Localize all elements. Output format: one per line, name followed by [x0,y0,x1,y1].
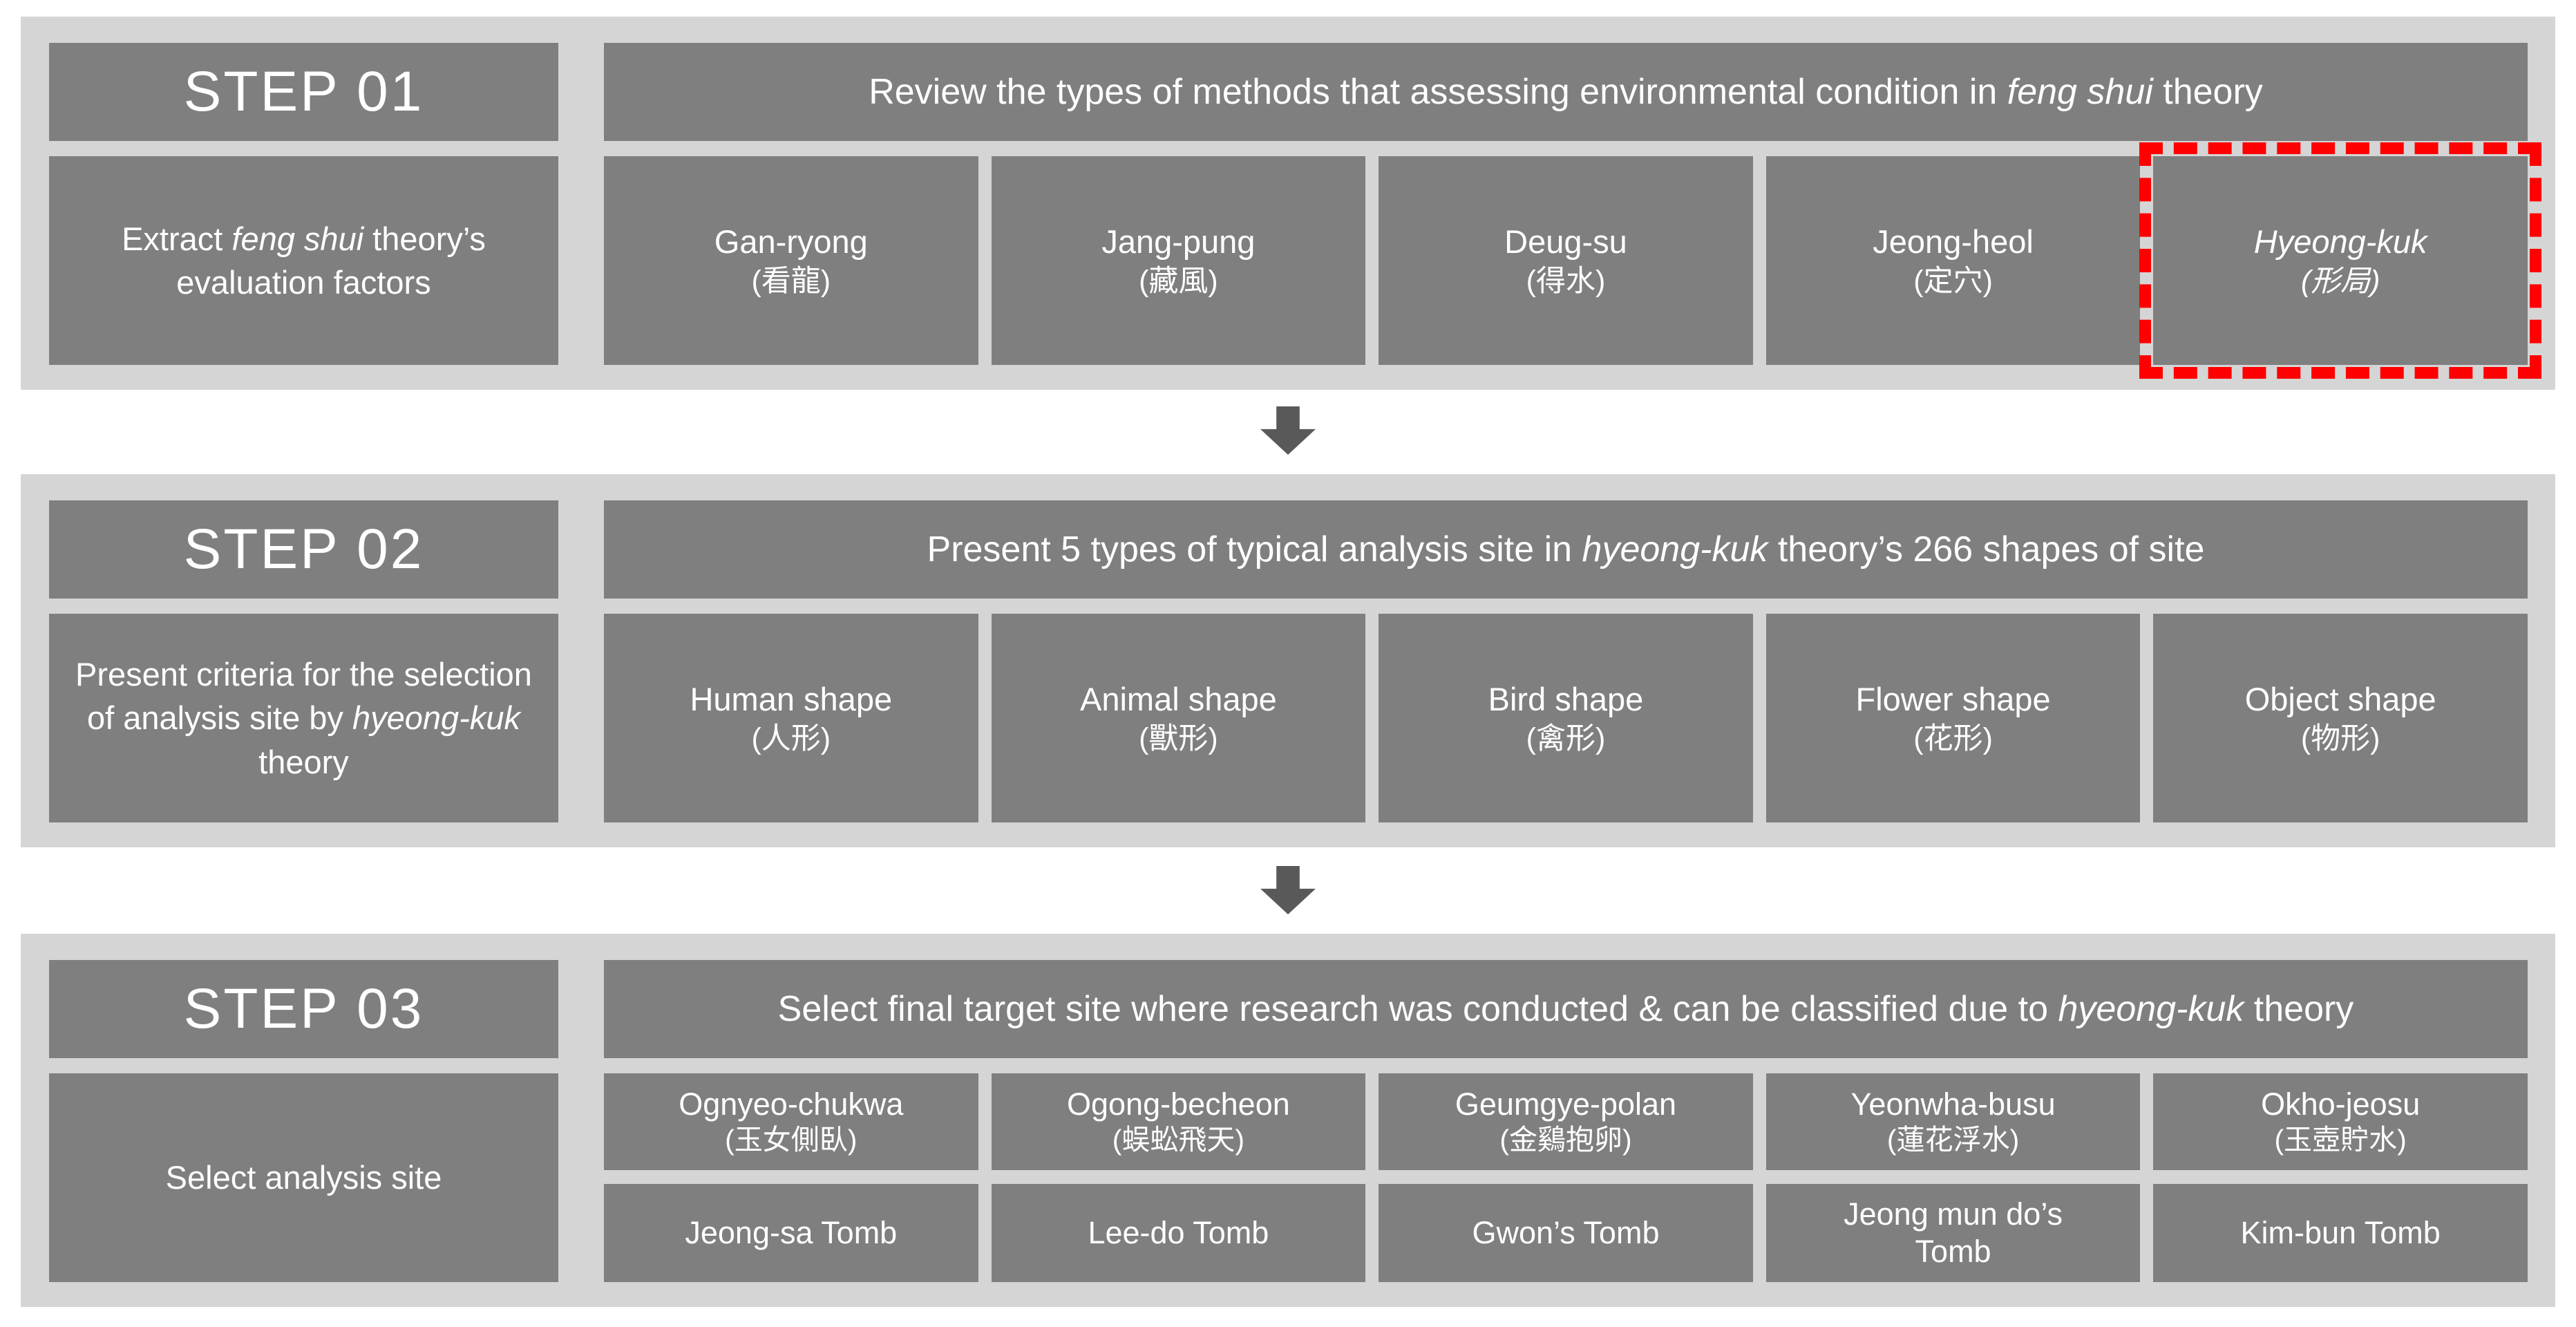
cell-name: Jeong-heol [1873,223,2034,260]
text-segment-italic: feng shui [231,220,364,257]
cell-name: Jeong mun do’s Tomb [1844,1196,2063,1269]
cell-cjk-name: (玉壺貯水) [2274,1124,2407,1156]
method-cell-hyeong-kuk-highlighted: Hyeong-kuk (形局) [2139,142,2541,379]
cell-cjk-name: (定穴) [1913,264,1993,298]
text-segment: theory [258,743,349,780]
step-01-band: STEP 01 Review the types of methods that… [21,17,2555,390]
shape-cell-human: Human shape (人形) [604,614,978,822]
cell-cjk-name: (人形) [751,722,831,755]
cell-cjk-name: (獸形) [1139,722,1218,755]
tomb-cell-kim-bun: Kim-bun Tomb [2153,1184,2528,1282]
down-arrow-step2-to-step3 [1260,866,1316,914]
step-01-label: STEP 01 [183,60,424,123]
cell-name: Deug-su [1504,223,1627,260]
step-03-task-box: Select analysis site [49,1073,558,1282]
text-segment: Present criteria for the selection of an… [75,655,532,737]
method-cell-jeong-heol: Jeong-heol (定穴) [1765,156,2141,365]
tomb-cell-jeong-sa: Jeong-sa Tomb [604,1184,978,1282]
cell-name: Ogong-becheon [1067,1086,1290,1122]
text-segment: Extract [122,220,232,257]
step-03-tomb-grid: Jeong-sa Tomb Lee-do Tomb Gwon’s Tomb Je… [604,1184,2528,1282]
cell-name: Gan-ryong [714,223,868,260]
step-03-task-text: Select analysis site [68,1156,539,1199]
cell-cjk-name: (花形) [1913,722,1993,755]
step-01-method-grid: Gan-ryong (看龍) Jang-pung (藏風) Deug-su (得… [604,142,2541,379]
shape-cell-flower: Flower shape (花形) [1765,614,2141,822]
cell-cjk-name: (蜈蚣飛天) [1112,1124,1245,1156]
cell-name: Human shape [690,680,893,717]
step-02-task-text: Present criteria for the selection of an… [68,652,539,784]
cell-cjk-name: (藏風) [1139,264,1218,298]
step-01-header-box: Review the types of methods that assessi… [604,43,2528,141]
step-03-label: STEP 03 [183,977,424,1040]
step-02-label-box: STEP 02 [49,500,558,599]
cell-name: Hyeong-kuk [2253,223,2427,260]
step-01-task-box: Extract feng shui theory’s evaluation fa… [49,156,558,365]
site-cell-ogong-becheon: Ogong-becheon (蜈蚣飛天) [991,1073,1366,1170]
cell-name: Jeong-sa Tomb [685,1215,898,1250]
text-segment: theory [2152,72,2263,112]
cell-name: Bird shape [1488,680,1644,717]
cell-name: Yeonwha-busu [1850,1086,2056,1122]
step-02-shape-grid: Human shape (人形) Animal shape (獸形) Bird … [604,614,2528,822]
step-01-task-text: Extract feng shui theory’s evaluation fa… [68,217,539,305]
text-segment: theory’s evaluation factors [176,220,486,301]
step-03-header-box: Select final target site where research … [604,960,2528,1058]
step-01-header-text: Review the types of methods that assessi… [604,71,2528,113]
cell-cjk-name: (物形) [2300,722,2380,755]
site-cell-geumgye-polan: Geumgye-polan (金鷄抱卵) [1379,1073,1753,1170]
method-cell-jang-pung: Jang-pung (藏風) [991,156,1366,365]
method-cell-deug-su: Deug-su (得水) [1379,156,1753,365]
cell-name: Gwon’s Tomb [1472,1215,1660,1250]
tomb-cell-gwon: Gwon’s Tomb [1379,1184,1753,1282]
text-segment-italic: hyeong-kuk [352,699,520,737]
cell-cjk-name: (形局) [2300,264,2380,298]
step-02-header-box: Present 5 types of typical analysis site… [604,500,2528,599]
cell-name: Okho-jeosu [2261,1086,2421,1122]
tomb-cell-jeong-mun-do: Jeong mun do’s Tomb [1765,1184,2141,1282]
site-cell-yeonwha-busu: Yeonwha-busu (蓮花浮水) [1765,1073,2141,1170]
site-cell-ognyeo-chukwa: Ognyeo-chukwa (玉女側臥) [604,1073,978,1170]
cell-cjk-name: (金鷄抱卵) [1499,1124,1632,1156]
tomb-cell-lee-do: Lee-do Tomb [991,1184,1366,1282]
text-segment: theory’s 266 shapes of site [1768,529,2205,570]
cell-name: Kim-bun Tomb [2240,1215,2441,1250]
shape-cell-animal: Animal shape (獸形) [991,614,1366,822]
cell-name: Object shape [2244,680,2436,717]
cell-name: Ognyeo-chukwa [679,1086,904,1122]
site-cell-okho-jeosu: Okho-jeosu (玉壺貯水) [2153,1073,2528,1170]
text-segment: Select final target site where research … [777,989,2058,1029]
step-03-header-text: Select final target site where research … [604,988,2528,1030]
step-03-site-grid: Ognyeo-chukwa (玉女側臥) Ogong-becheon (蜈蚣飛天… [604,1073,2528,1170]
text-segment: Review the types of methods that assessi… [869,72,2007,112]
step-02-header-text: Present 5 types of typical analysis site… [604,529,2528,570]
text-segment: theory [2244,989,2354,1029]
text-segment: Select analysis site [165,1159,442,1196]
cell-cjk-name: (蓮花浮水) [1886,1124,2020,1156]
method-cell-gan-ryong: Gan-ryong (看龍) [604,156,978,365]
cell-name: Animal shape [1080,680,1277,717]
step-03-band: STEP 03 Select final target site where r… [21,934,2555,1307]
text-segment: Present 5 types of typical analysis site… [927,529,1582,570]
text-segment-italic: hyeong-kuk [1582,529,1768,570]
cell-cjk-name: (得水) [1526,264,1606,298]
shape-cell-object: Object shape (物形) [2153,614,2528,822]
step-01-label-box: STEP 01 [49,43,558,141]
cell-cjk-name: (禽形) [1526,722,1606,755]
cell-name: Jang-pung [1101,223,1256,260]
cell-cjk-name: (玉女側臥) [725,1124,858,1156]
step-03-label-box: STEP 03 [49,960,558,1058]
step-02-label: STEP 02 [183,518,424,581]
text-segment-italic: feng shui [2007,72,2153,112]
down-arrow-step1-to-step2 [1260,406,1316,455]
cell-name: Geumgye-polan [1455,1086,1677,1122]
step-02-task-box: Present criteria for the selection of an… [49,614,558,822]
text-segment-italic: hyeong-kuk [2058,989,2244,1029]
cell-name: Flower shape [1855,680,2051,717]
cell-name: Lee-do Tomb [1088,1215,1269,1250]
step-02-band: STEP 02 Present 5 types of typical analy… [21,474,2555,847]
cell-cjk-name: (看龍) [751,264,831,298]
shape-cell-bird: Bird shape (禽形) [1379,614,1753,822]
